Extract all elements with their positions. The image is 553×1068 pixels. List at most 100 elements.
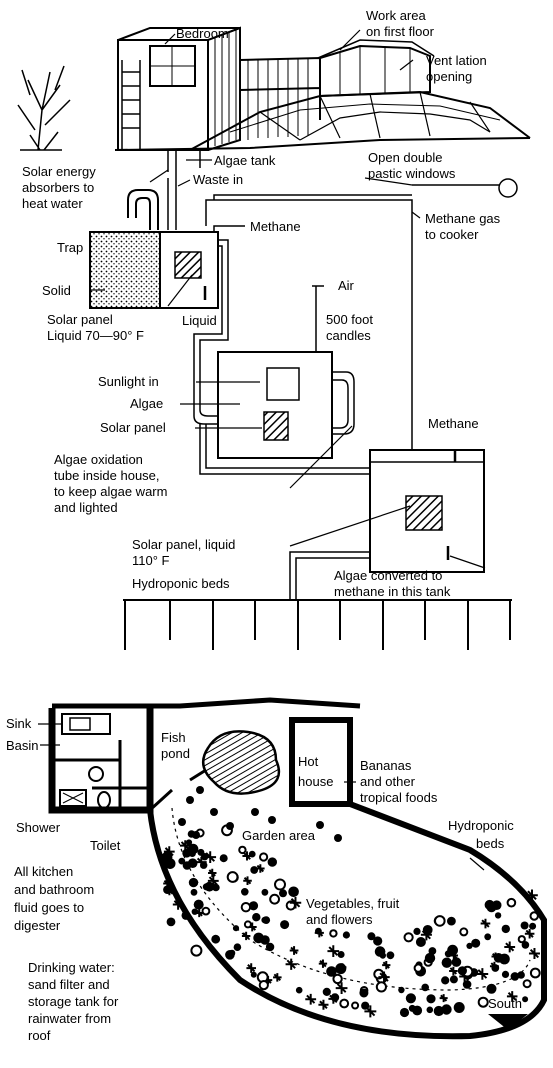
plant-mark bbox=[181, 910, 191, 920]
label-bedroom: Bedroom bbox=[176, 26, 229, 41]
label-solar-panel-1b: Liquid 70—90° F bbox=[47, 328, 144, 343]
solar-panel-2 bbox=[263, 411, 289, 441]
hot-house-shape bbox=[289, 717, 353, 807]
plant-mark bbox=[466, 942, 473, 950]
label-drinking-4: rainwater from bbox=[28, 1011, 112, 1026]
label-kitchen-3: fluid goes to bbox=[14, 900, 85, 915]
plant-mark bbox=[335, 963, 347, 975]
plant-mark bbox=[243, 920, 252, 929]
plant-mark bbox=[332, 973, 343, 985]
solar-panel-3 bbox=[405, 495, 443, 531]
plant-mark bbox=[305, 993, 317, 1005]
plant-mark bbox=[489, 961, 499, 971]
plant-mark bbox=[258, 980, 269, 991]
label-kitchen-2: and bathroom bbox=[14, 882, 95, 897]
plant-mark bbox=[529, 911, 539, 921]
plant-mark bbox=[521, 941, 530, 949]
plant-mark bbox=[374, 946, 386, 957]
plant-mark bbox=[359, 988, 369, 998]
basin-unit bbox=[88, 766, 104, 782]
label-algae-converted-1: Algae converted to bbox=[334, 568, 443, 583]
plant-mark bbox=[273, 973, 282, 982]
plant-mark bbox=[316, 821, 324, 829]
label-solar-panel-1a: Solar panel bbox=[47, 312, 113, 327]
plant-mark bbox=[398, 986, 405, 994]
plant-mark bbox=[528, 948, 540, 960]
plant-mark bbox=[200, 861, 208, 869]
label-oxidation-4: and lighted bbox=[54, 500, 118, 515]
plant-mark bbox=[453, 1002, 465, 1013]
plant-mark bbox=[208, 868, 217, 878]
plant-mark bbox=[241, 931, 251, 941]
plant-mark bbox=[457, 966, 467, 976]
plant-mark bbox=[251, 808, 259, 816]
plant-mark bbox=[386, 951, 395, 960]
label-open-windows-2: pastic windows bbox=[368, 166, 456, 181]
upper-leaders bbox=[90, 29, 486, 569]
plant-mark bbox=[178, 857, 186, 865]
plant-mark bbox=[420, 929, 432, 941]
plant-mark bbox=[506, 897, 517, 908]
label-open-windows-1: Open double bbox=[368, 150, 443, 165]
plant-mark bbox=[164, 858, 176, 869]
label-kitchen-1: All kitchen bbox=[14, 864, 74, 879]
plant-mark bbox=[510, 972, 520, 981]
plant-mark bbox=[517, 971, 525, 979]
label-hydroponic-beds: Hydroponic beds bbox=[132, 576, 230, 591]
plant-mark bbox=[295, 986, 303, 994]
plant-mark bbox=[476, 968, 489, 980]
plant-mark bbox=[351, 1001, 360, 1010]
label-algae-tank: Algae tank bbox=[214, 153, 276, 168]
plant-mark bbox=[178, 818, 186, 826]
label-bananas-1: Bananas bbox=[360, 758, 412, 773]
plant-mark bbox=[318, 959, 328, 968]
label-solar-absorbers-2: absorbers to bbox=[22, 180, 95, 195]
plant-mark bbox=[367, 932, 376, 941]
plant-mark bbox=[261, 888, 269, 896]
plant-mark bbox=[522, 996, 529, 1003]
plant-mark bbox=[421, 983, 430, 992]
plant-mark bbox=[238, 845, 247, 855]
label-toilet: Toilet bbox=[90, 838, 121, 853]
garden-plants bbox=[161, 786, 541, 1018]
plant-mark bbox=[378, 971, 390, 983]
plant-mark bbox=[265, 942, 275, 952]
digester-system bbox=[89, 178, 518, 650]
plant-mark bbox=[449, 975, 458, 984]
cooker-burner bbox=[498, 178, 518, 198]
label-drinking-5: roof bbox=[28, 1028, 51, 1043]
label-candles-2: candles bbox=[326, 328, 371, 343]
plant-mark bbox=[337, 951, 345, 958]
plant-mark bbox=[504, 941, 516, 953]
label-solar-panel-3a: Solar panel, liquid bbox=[132, 537, 236, 552]
plant-mark bbox=[529, 922, 537, 930]
plant-mark bbox=[288, 886, 299, 898]
label-ventilation-2: opening bbox=[426, 69, 473, 84]
plant-mark bbox=[204, 851, 217, 863]
plant-mark bbox=[326, 966, 337, 977]
plant-mark bbox=[501, 924, 510, 934]
plant-mark bbox=[526, 889, 538, 902]
plant-mark bbox=[529, 967, 541, 979]
plant-mark bbox=[192, 831, 200, 839]
label-fish-2: pond bbox=[161, 746, 190, 761]
label-waste-in: Waste in bbox=[193, 172, 244, 187]
plant-mark bbox=[477, 996, 489, 1008]
plant-mark bbox=[248, 901, 259, 911]
plant-mark bbox=[447, 944, 458, 956]
plant-mark bbox=[413, 963, 423, 973]
plant-mark bbox=[261, 916, 269, 924]
label-vegetables-2: and flowers bbox=[306, 912, 373, 927]
plant-mark bbox=[182, 848, 192, 858]
label-solid: Solid bbox=[42, 283, 71, 298]
plant-mark bbox=[228, 949, 236, 957]
label-drinking-1: Drinking water: bbox=[28, 960, 115, 975]
label-oxidation-2: tube inside house, bbox=[54, 468, 160, 483]
sunlight-window bbox=[266, 367, 300, 401]
label-solar-absorbers-1: Solar energy bbox=[22, 164, 96, 179]
plant-mark bbox=[433, 1005, 444, 1017]
plant-mark bbox=[338, 963, 347, 972]
plant-mark bbox=[484, 933, 492, 941]
plant-mark bbox=[190, 944, 203, 957]
